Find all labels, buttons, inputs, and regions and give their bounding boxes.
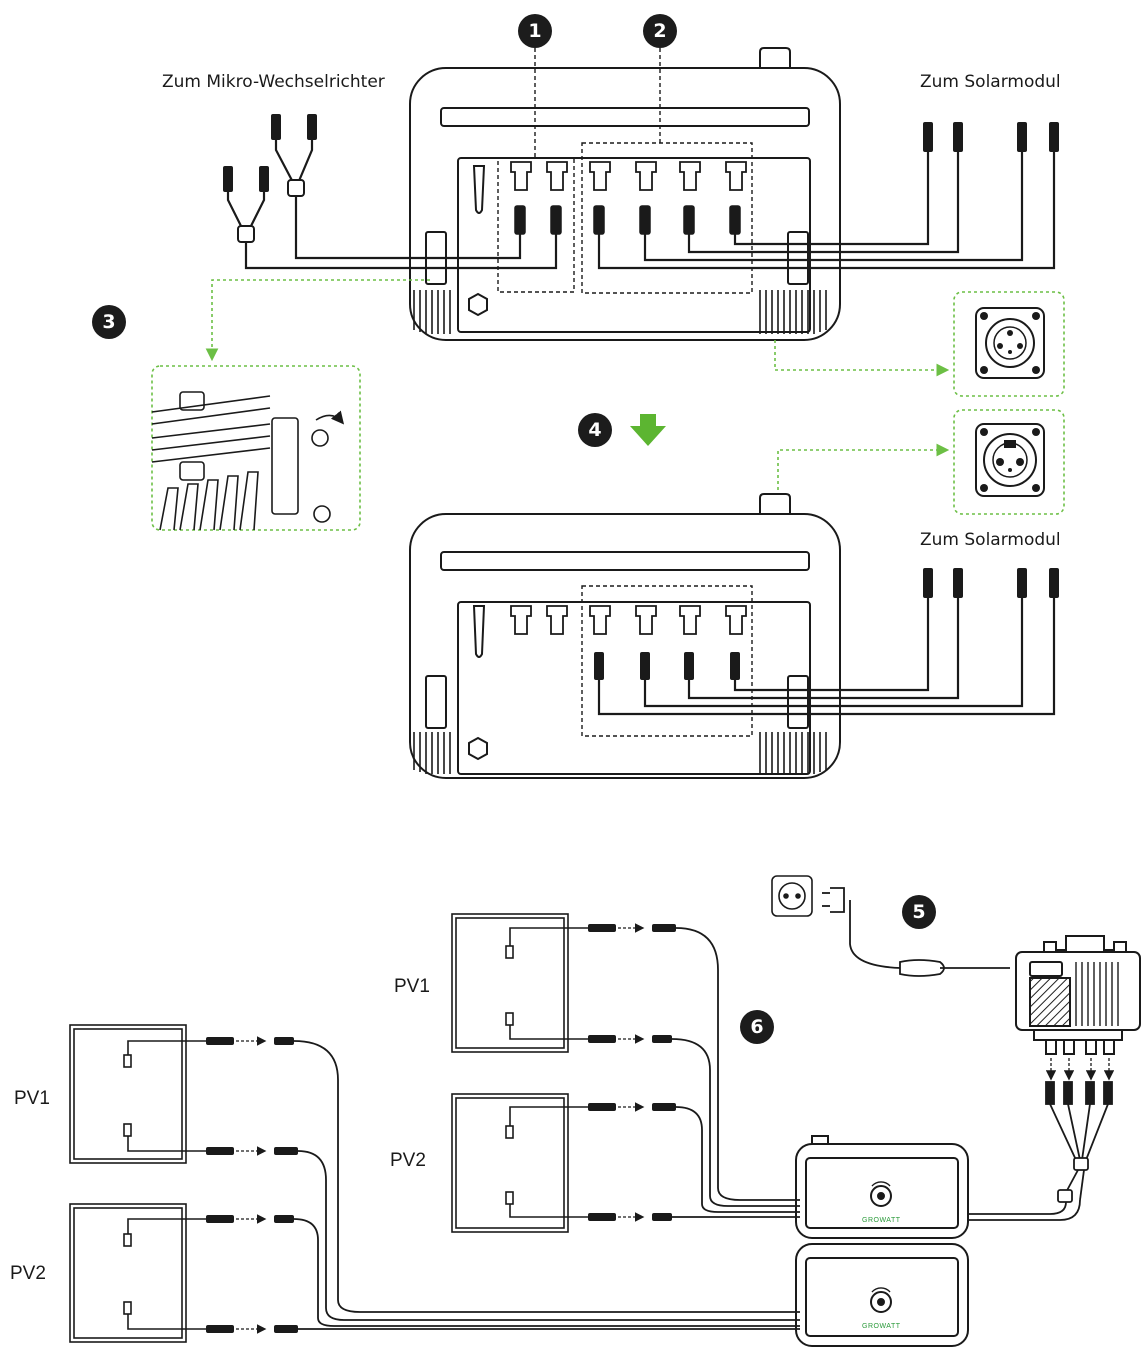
top-plugs (223, 114, 1059, 243)
bottom-cables (597, 596, 1056, 716)
top-connectors-upper (510, 161, 747, 191)
bottom-device (409, 493, 841, 779)
left-pv-panels (69, 1024, 206, 1343)
top-device (409, 47, 841, 341)
label-to-solar-module-top: Zum Solarmodul (920, 72, 1061, 92)
label-to-micro-inverter: Zum Mikro-Wechselrichter (162, 72, 385, 92)
pv-wiring (293, 927, 800, 1330)
bottom-plugs (923, 568, 1059, 598)
brand-text-upper: GROWATT (862, 1217, 901, 1224)
socket-before (953, 291, 1065, 397)
green-callout-arrows (205, 279, 950, 490)
top-connectors-lower (514, 205, 741, 235)
step-badge-1: 1 (518, 14, 552, 48)
bottom-connectors-upper (510, 605, 747, 635)
brand-text-lower: GROWATT (862, 1323, 901, 1330)
wall-socket-icon (771, 875, 813, 917)
growatt-units (795, 1135, 969, 1347)
label-left-pv1: PV1 (14, 1088, 50, 1109)
label-middle-pv2: PV2 (390, 1150, 426, 1171)
zoom-detail-box (151, 365, 361, 531)
step-badge-4: 4 (578, 413, 612, 447)
label-middle-pv1: PV1 (394, 976, 430, 997)
micro-inverter (1015, 935, 1141, 1055)
bottom-connectors-lower (594, 652, 740, 680)
middle-pv-panels (451, 913, 588, 1233)
socket-after (953, 409, 1065, 515)
step-badge-3: 3 (92, 305, 126, 339)
inverter-connection-lines (1045, 1058, 1115, 1081)
label-left-pv2: PV2 (10, 1263, 46, 1284)
inverter-y-cable (968, 1081, 1113, 1221)
step-badge-5: 5 (902, 895, 936, 929)
label-to-solar-module-bottom: Zum Solarmodul (920, 530, 1061, 550)
mains-plug-icon (822, 887, 1010, 977)
green-down-arrow-icon (630, 414, 666, 446)
step-badge-6: 6 (740, 1010, 774, 1044)
step-badge-2: 2 (643, 14, 677, 48)
mc4-connector-pairs (206, 923, 676, 1334)
